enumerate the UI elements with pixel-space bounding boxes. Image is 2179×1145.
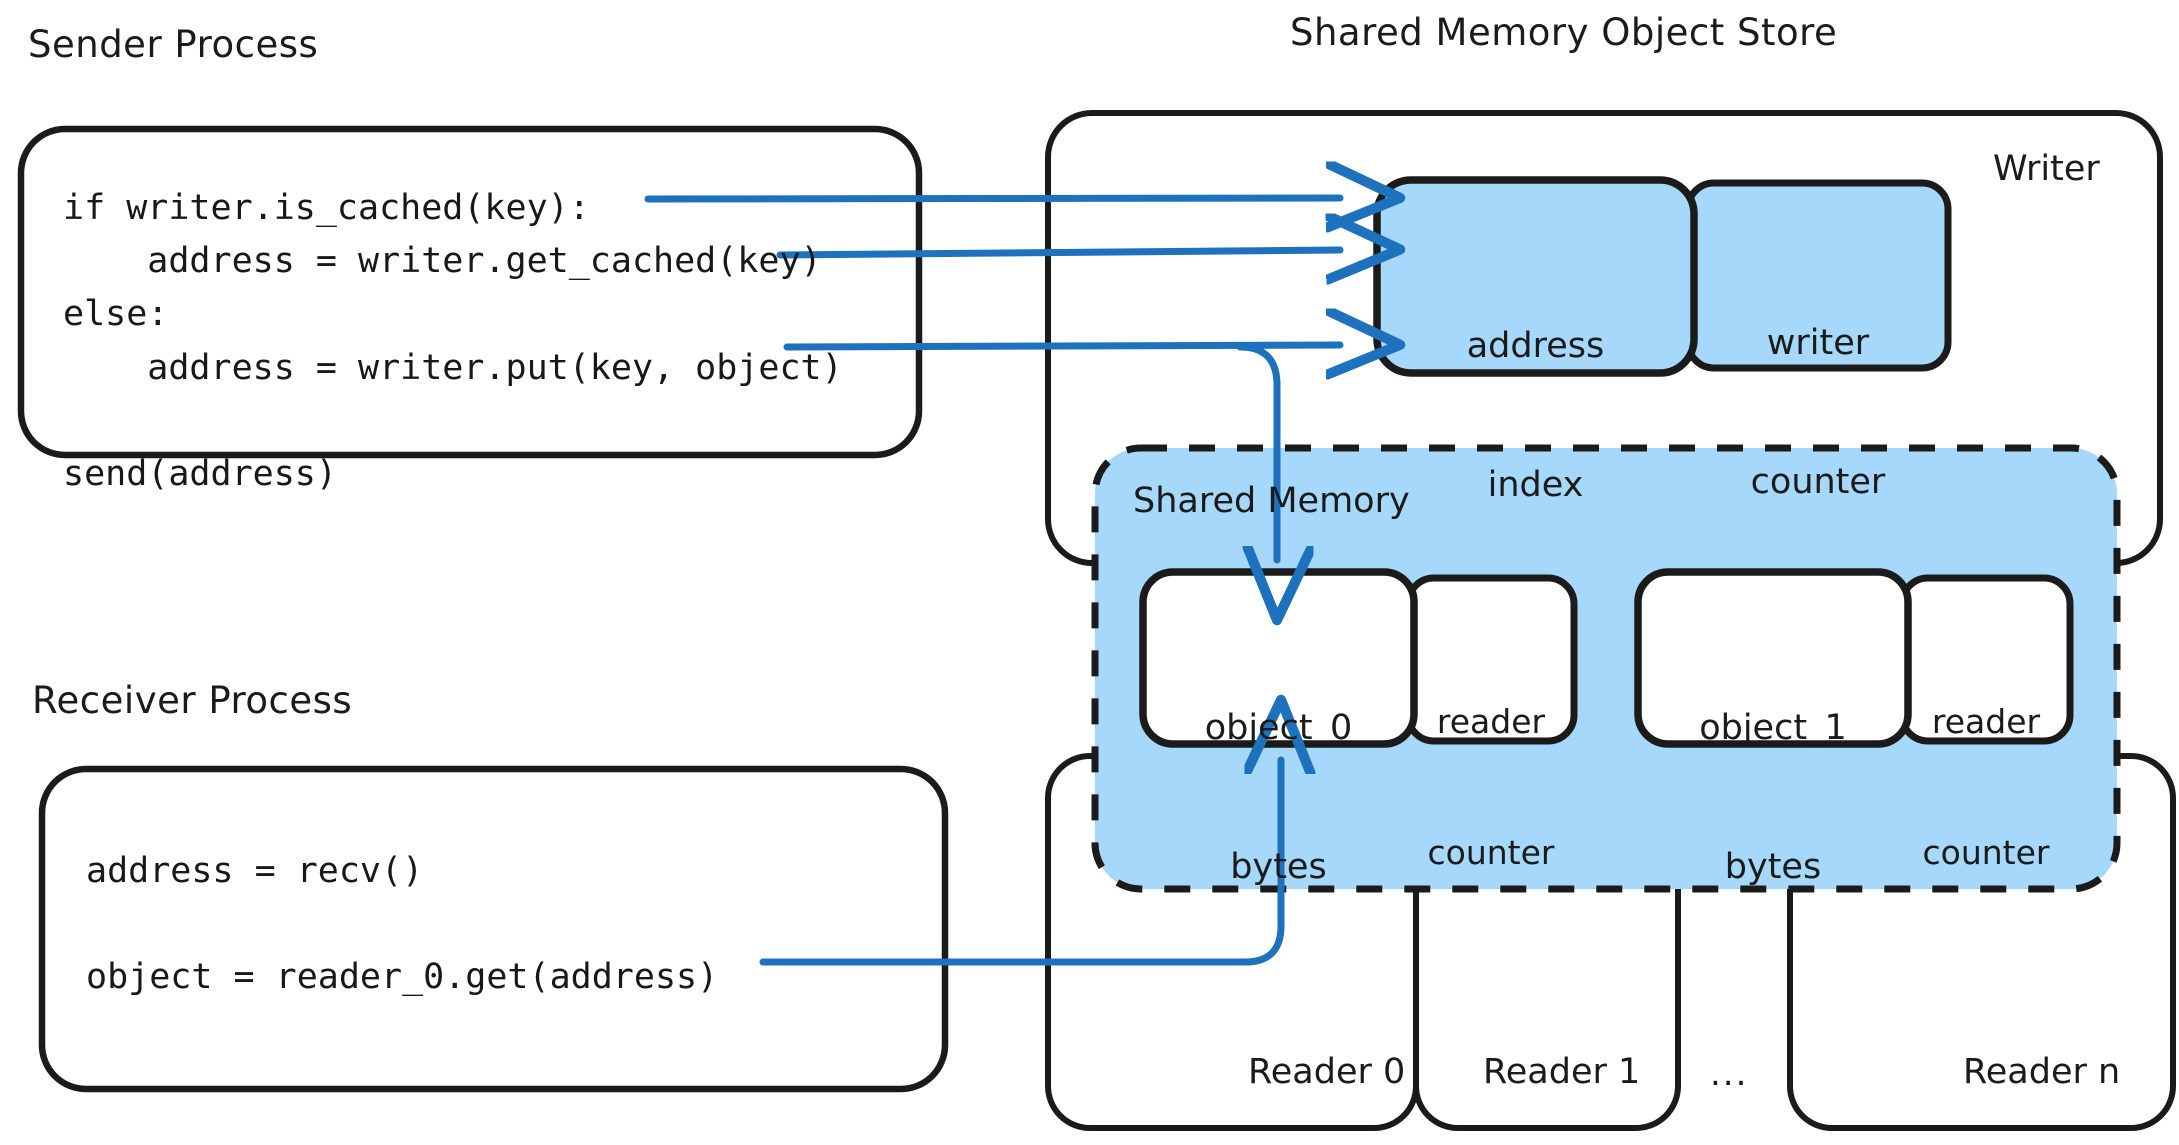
sender-process-box	[17, 125, 923, 459]
reader-0-label: Reader 0	[1248, 1052, 1406, 1092]
reader-1-label: Reader 1	[1483, 1052, 1641, 1092]
reader-counter-1-line-1: reader	[1931, 702, 2041, 742]
arrow-put-to-object-0	[1236, 343, 1277, 560]
reader-counter-0-line-1: reader	[1436, 702, 1546, 742]
writer-counter-label: writer counter	[1690, 228, 1946, 598]
object-0-bytes-label: object_0 bytes	[1143, 613, 1414, 983]
shared-memory-object-store-title: Shared Memory Object Store	[1290, 11, 1838, 54]
arrow-is-cached	[644, 198, 1340, 199]
object-0-line-1: object_0	[1204, 708, 1353, 749]
object-1-bytes-label: object_1 bytes	[1638, 613, 1908, 983]
object-1-line-1: object_1	[1699, 708, 1847, 749]
address-index-label: address index	[1377, 231, 1694, 601]
reader-n-label: Reader n	[1963, 1052, 2121, 1092]
writer-label: Writer	[1993, 149, 2100, 189]
reader-counter-0-label: reader counter	[1404, 613, 1578, 961]
address-index-line-1: address	[1466, 326, 1605, 367]
reader-counter-1-label: reader counter	[1899, 613, 2073, 961]
sender-code-block: if writer.is_cached(key): address = writ…	[63, 188, 843, 494]
object-0-line-2: bytes	[1230, 846, 1327, 887]
receiver-process-title: Receiver Process	[32, 679, 353, 722]
writer-counter-line-2: counter	[1750, 461, 1886, 502]
shared-memory-region	[1091, 444, 2121, 893]
object-1-bytes-cell	[1634, 568, 1912, 748]
address-index-line-2: index	[1487, 464, 1584, 505]
reader-counter-1-line-2: counter	[1922, 832, 2050, 872]
receiver-code-block: address = recv() object = reader_0.get(a…	[86, 851, 719, 998]
arrow-get-cached	[776, 250, 1340, 255]
receiver-process-box	[38, 765, 949, 1093]
arrow-reader-get-to-object-0	[759, 760, 1281, 966]
reader-counter-0-line-2: counter	[1427, 832, 1555, 872]
writer-counter-line-1: writer	[1766, 323, 1870, 364]
shared-memory-label: Shared Memory	[1133, 481, 1410, 521]
object-1-line-2: bytes	[1724, 846, 1822, 887]
sender-process-title: Sender Process	[28, 23, 319, 66]
readers-ellipsis: ...	[1710, 1054, 1749, 1094]
